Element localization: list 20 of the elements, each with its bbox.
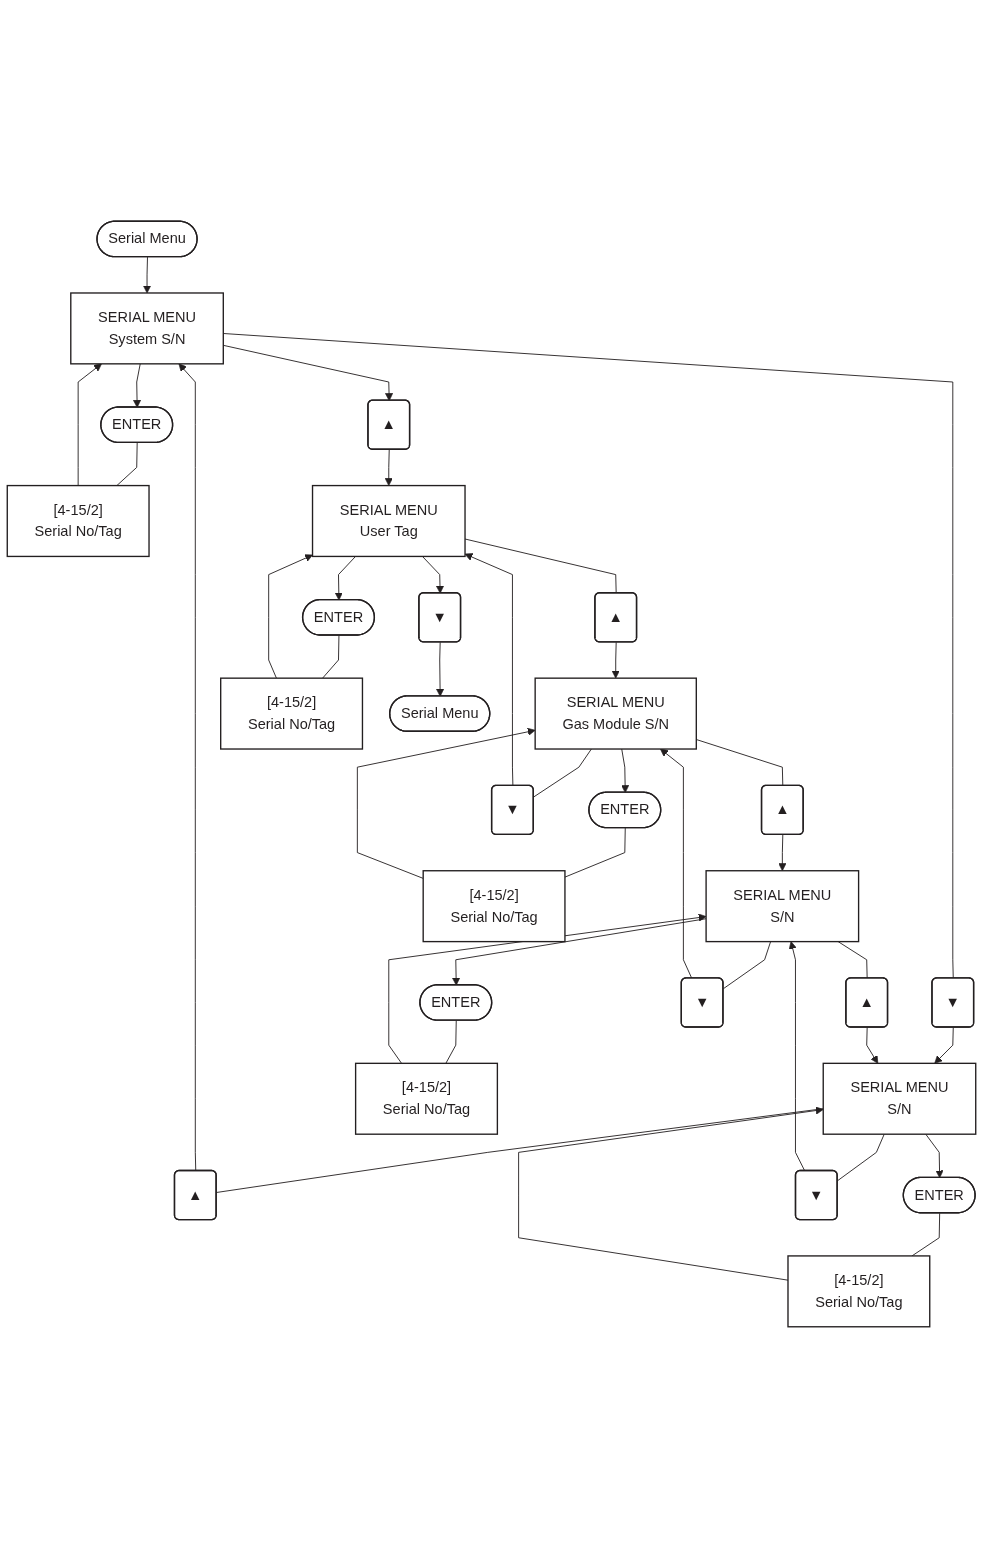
node-box: SERIAL MENU S/N (822, 1062, 977, 1135)
node-box: SERIAL MENU Gas Module S/N (534, 677, 697, 750)
connector (722, 941, 772, 990)
node-box: [4-15/2] Serial No/Tag (6, 484, 150, 558)
node-box: SERIAL MENU S/N (705, 870, 860, 943)
connector (116, 442, 138, 487)
node-box: SERIAL MENU User Tag (311, 484, 466, 558)
connector (533, 748, 592, 798)
node-box: [4-15/2] Serial No/Tag (787, 1255, 931, 1328)
connector (911, 1212, 941, 1257)
connector (837, 941, 868, 979)
node-box: [4-15/2] Serial No/Tag (354, 1062, 499, 1135)
connector (322, 635, 340, 679)
connector (837, 1133, 885, 1182)
connector (216, 1108, 824, 1193)
connector (564, 827, 626, 878)
node-box: [4-15/2] Serial No/Tag (422, 870, 566, 943)
connector (445, 1020, 457, 1064)
node-box: [4-15/2] Serial No/Tag (220, 677, 364, 750)
node-box: SERIAL MENU System S/N (70, 292, 224, 365)
